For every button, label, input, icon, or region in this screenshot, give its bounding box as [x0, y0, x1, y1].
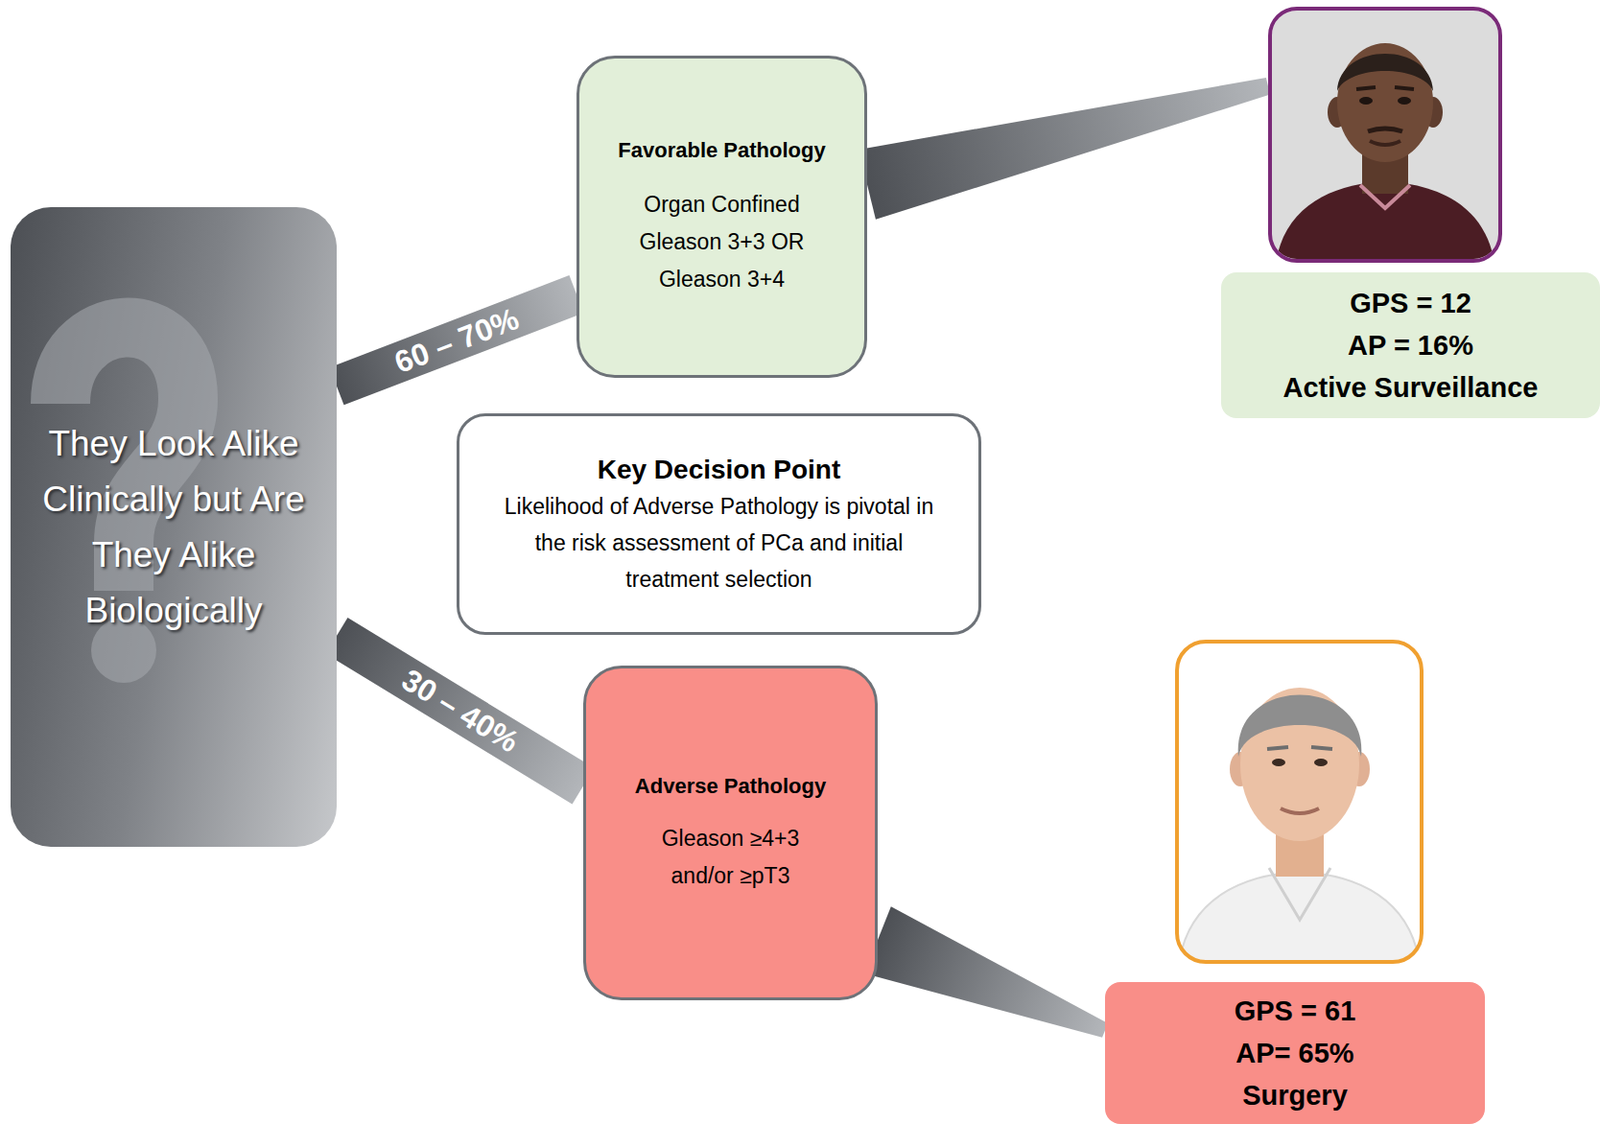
decision-box: Key Decision PointLikelihood of Adverse …	[456, 413, 982, 636]
percentage-label: 30 – 40%	[395, 662, 524, 760]
pathology-box: Adverse PathologyGleason ≥4+3 and/or ≥pT…	[583, 665, 878, 1001]
box-text: Active Surveillance	[1283, 366, 1539, 409]
eye	[1397, 96, 1412, 105]
score-panel: GPS = 61AP= 65%Surgery	[1105, 982, 1485, 1124]
box-text: Surgery	[1242, 1074, 1348, 1117]
flow-band	[858, 77, 1271, 220]
hair	[1238, 695, 1363, 758]
moustache	[1367, 128, 1403, 132]
eye	[1271, 758, 1286, 767]
shirt	[1178, 871, 1420, 961]
flow-band	[864, 906, 1108, 1037]
mouth	[1280, 808, 1319, 814]
face	[1337, 43, 1434, 163]
collar	[1269, 868, 1331, 920]
mouth	[1369, 141, 1401, 145]
eye	[1359, 96, 1373, 105]
brow	[1267, 747, 1333, 750]
photo-frame	[1176, 641, 1422, 963]
box-text: AP= 65%	[1235, 1032, 1354, 1075]
photo-background	[1271, 10, 1499, 259]
box-heading: Key Decision Point	[597, 451, 842, 489]
collar	[1360, 185, 1411, 209]
box-text: Likelihood of Adverse Pathology is pivot…	[486, 488, 952, 598]
eye	[1314, 758, 1328, 767]
box-heading: GPS = 61	[1234, 989, 1357, 1033]
percentage-label: 60 – 70%	[389, 301, 523, 380]
box-text: AP = 16%	[1347, 324, 1474, 367]
result-card: GPS = 61AP= 65%Surgery	[1105, 639, 1485, 1124]
photo-background	[1178, 643, 1420, 961]
portrait-photo	[1268, 6, 1503, 263]
result-card: GPS = 12AP = 16%Active Surveillance	[1221, 6, 1600, 419]
flow-band	[329, 275, 584, 405]
box-text: Gleason ≥4+3 and/or ≥pT3	[639, 820, 823, 895]
hair	[1337, 53, 1434, 92]
box-text: Organ Confined Gleason 3+3 OR Gleason 3+…	[610, 186, 834, 299]
box-heading: GPS = 12	[1349, 282, 1472, 325]
portrait-photo	[1175, 639, 1424, 965]
photo-frame	[1270, 8, 1501, 261]
box-heading: Adverse Pathology	[635, 772, 826, 801]
pathology-box: Favorable PathologyOrgan Confined Gleaso…	[576, 55, 868, 378]
flow-band	[326, 617, 595, 804]
brow	[1356, 87, 1414, 90]
score-panel: GPS = 12AP = 16%Active Surveillance	[1221, 272, 1600, 419]
box-heading: They Look Alike Clinically but Are They …	[29, 416, 318, 639]
question-mark-symbol	[10, 207, 337, 848]
question-panel: They Look Alike Clinically but Are They …	[10, 207, 337, 848]
box-heading: Favorable Pathology	[617, 136, 825, 165]
